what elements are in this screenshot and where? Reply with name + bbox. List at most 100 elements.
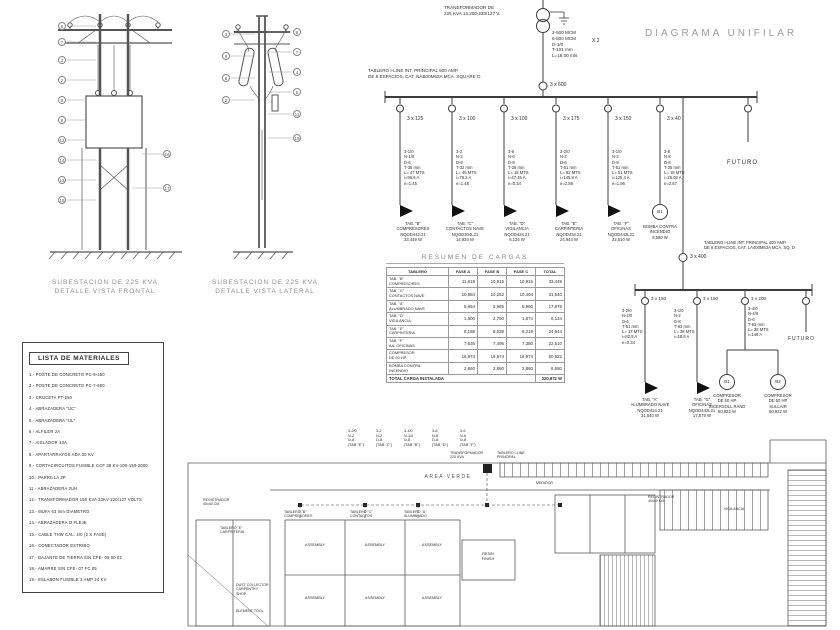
total-value: 220,872 W bbox=[535, 374, 565, 384]
caption-side-view: SUBESTACION DE 225 KVA DETALLE VISTA LAT… bbox=[212, 279, 318, 295]
plan-label: ELEMENT TOOL bbox=[236, 609, 264, 613]
callout: 6 bbox=[293, 28, 301, 36]
bomba-symbol-text: B1 bbox=[657, 209, 663, 214]
parking-comb bbox=[499, 462, 769, 478]
material-item: 5.- ABRAZADERA "UL" bbox=[29, 417, 76, 423]
sub-branch-drops bbox=[641, 290, 810, 382]
load-label: TAB. "F" OFICINAS NQOD442L21 22,510 W bbox=[607, 221, 635, 242]
callout: 2 bbox=[222, 96, 230, 104]
pole-front-linework bbox=[48, 14, 182, 260]
sub-main-breaker-label: 3 x 400 bbox=[690, 254, 707, 260]
hatch-room bbox=[599, 554, 656, 627]
material-item: 3.- CRUCETA PT-250 bbox=[29, 394, 73, 400]
plan-cable-note: 3-6 N-6 D-8 (TAB "F") bbox=[460, 429, 476, 447]
material-item: 9.- CORTACIRCUITOS FUSIBLE CCF 38 KV-100… bbox=[29, 463, 148, 469]
callout: 7 bbox=[58, 38, 66, 46]
load-label: TAB. "D" VIGILANCIA NQOD424.21 6,124 W bbox=[504, 221, 530, 242]
main-breaker-label: 3 x 600 bbox=[550, 82, 567, 88]
transformer-pad bbox=[483, 464, 492, 473]
motor-circle-icon-1 bbox=[719, 374, 735, 390]
material-item: 6.- ALFILER 2A bbox=[29, 429, 61, 435]
load-label: COMPRESOR DE 50 HP INGERSOLL RAND 50,922… bbox=[708, 393, 746, 414]
plan-label: TABLERO "B" COMPRESORES bbox=[284, 510, 313, 519]
room-label: ASSEMBLY bbox=[304, 596, 326, 600]
plan-label: MEDIDOR bbox=[536, 481, 553, 485]
breaker-label: 3 x 100 bbox=[511, 116, 528, 122]
breaker-label: 3 x 175 bbox=[563, 116, 580, 122]
load-label: TAB. "E" CARPINTERIA NQOD434.21 24,944 W bbox=[554, 221, 584, 242]
cable-schedule: 3-2/0 N-2 D-6 T-51 mm L= 82 MTS i=145.8 … bbox=[560, 149, 581, 186]
room-label: ASSEMBLY bbox=[364, 596, 386, 600]
material-item: 8.- APARTARRAYOS ADA 30 KV bbox=[29, 451, 94, 457]
callout: 7 bbox=[293, 48, 301, 56]
cable-schedule: 3-1/0 N-2 D-8 T-51 mm L= 51 MTS i=125.4 … bbox=[612, 149, 633, 186]
col-header: FASE B bbox=[477, 267, 507, 276]
futuro-label: FUTURO bbox=[788, 336, 815, 342]
callout: 12 bbox=[58, 136, 66, 144]
service-cable-note: 2-500 MCM 6-500 MCM D-1/0 T-101 mm L=18.… bbox=[552, 30, 578, 59]
callout: 2 bbox=[58, 76, 66, 84]
area-verde-label: AREA VERDE bbox=[424, 474, 472, 480]
callout: 16 bbox=[163, 150, 171, 158]
material-item: 7.- AISLADOR 33A bbox=[29, 440, 68, 446]
cable-schedule: 3-2/0 N-2/0 D-6 T-51 mm L= 17 MTS i=82.5… bbox=[622, 308, 643, 345]
materials-list: LISTA DE MATERIALES 1.- POSTE DE CONCRET… bbox=[22, 342, 164, 593]
cable-schedule: 3-1/0 N-2 D-8 T-63 mm L= 38 MTS i=48.8 A bbox=[674, 308, 695, 340]
plan-cable-note: 3-2 N-2 D-8 (TAB "C") bbox=[376, 429, 393, 447]
callout: 3 bbox=[222, 30, 230, 38]
cable-schedule: 3-2 N-2 D-8 T-32 mm L= 45 MTS i=79.2 A e… bbox=[456, 149, 477, 186]
plan-cable-note: 3-1/0 N-1/0 D-8 (TAB "B") bbox=[404, 429, 420, 447]
plan-label: DUST COLLECTOR CARPENTRY SHOP bbox=[236, 583, 269, 596]
material-item: 11.- ABRAZADERA 3UH bbox=[29, 486, 78, 492]
plan-label: TRANSFORMADOR 225 KVA bbox=[450, 451, 484, 460]
callout: 15 bbox=[58, 196, 66, 204]
sub-load-flag-icons bbox=[645, 382, 710, 394]
plan-label: VIGILANCIA bbox=[724, 507, 745, 511]
material-item: 17.- BAJANTE DE TIERRA S/N CFE- 09 00 02 bbox=[29, 554, 123, 560]
cable-schedule: 3-1/0 N-1/0 D-6 T-35 mm L= 47 MTS i=95.5… bbox=[404, 149, 425, 186]
callout: 19 bbox=[293, 134, 301, 142]
callout: 5 bbox=[293, 88, 301, 96]
plan-cable-note: 3-2/0 N-2 D-8 (TAB "E") bbox=[348, 429, 364, 447]
ground-icon bbox=[549, 11, 569, 25]
room-label: ASSEMBLY bbox=[364, 543, 386, 547]
material-item: 10.- PARRILLA 3P bbox=[29, 474, 66, 480]
cable-schedule: 3-8 N-8 D-8 T-25 mm L= 18 MTS i=25.02 A … bbox=[664, 149, 685, 186]
callout: 6 bbox=[58, 22, 66, 30]
total-label: TOTAL CARGA INSTALADA bbox=[386, 374, 536, 384]
motor-circle-icon-2 bbox=[770, 374, 786, 390]
load-label: TAB. "A" ALUMBRADO NAVE NQOD424.21 31,54… bbox=[630, 397, 670, 418]
load-label: TAB. "C" CONTACTOS NAVE NQOD304L21 14,93… bbox=[445, 221, 485, 242]
branch-drops bbox=[396, 97, 752, 205]
col-header: FASE C bbox=[506, 267, 536, 276]
material-item: 13.- MUFA 63 mm DIAMETRO bbox=[29, 508, 90, 514]
callout: 4 bbox=[293, 68, 301, 76]
breaker-label: 3 x 125 bbox=[407, 116, 424, 122]
breaker-label: 3 x 150 bbox=[615, 116, 632, 122]
futuro-label: FUTURO bbox=[727, 160, 758, 166]
material-item: 15.- CABLE THW CAL. 4/0 (2 X FASE) bbox=[29, 531, 107, 537]
col-header: TABLERO bbox=[386, 267, 449, 276]
load-label: TAB. "G" OFICINAS NQOD442L21 17,879 W bbox=[688, 397, 716, 418]
plan-label: REGISTRADOR 40x40 CM bbox=[203, 498, 230, 507]
room-label: ASSEMBLY bbox=[421, 596, 443, 600]
callout: 8 bbox=[222, 74, 230, 82]
room-label: ASSEMBLY bbox=[304, 543, 326, 547]
plan-label: REGISTRADOR 40x40 CM bbox=[648, 495, 675, 504]
callout: 3 bbox=[58, 56, 66, 64]
material-item: 19.- ESLABON FUSIBLE 3 AMP 24 KV bbox=[29, 577, 107, 583]
pole-side-linework bbox=[231, 15, 293, 260]
dashed-feeder-lines bbox=[299, 473, 560, 520]
callout: 8 bbox=[58, 116, 66, 124]
callout: 9 bbox=[58, 96, 66, 104]
sub-bus bbox=[634, 284, 813, 296]
material-item: 2.- POSTE DE CONCRETO PC-7-600 bbox=[29, 383, 105, 389]
